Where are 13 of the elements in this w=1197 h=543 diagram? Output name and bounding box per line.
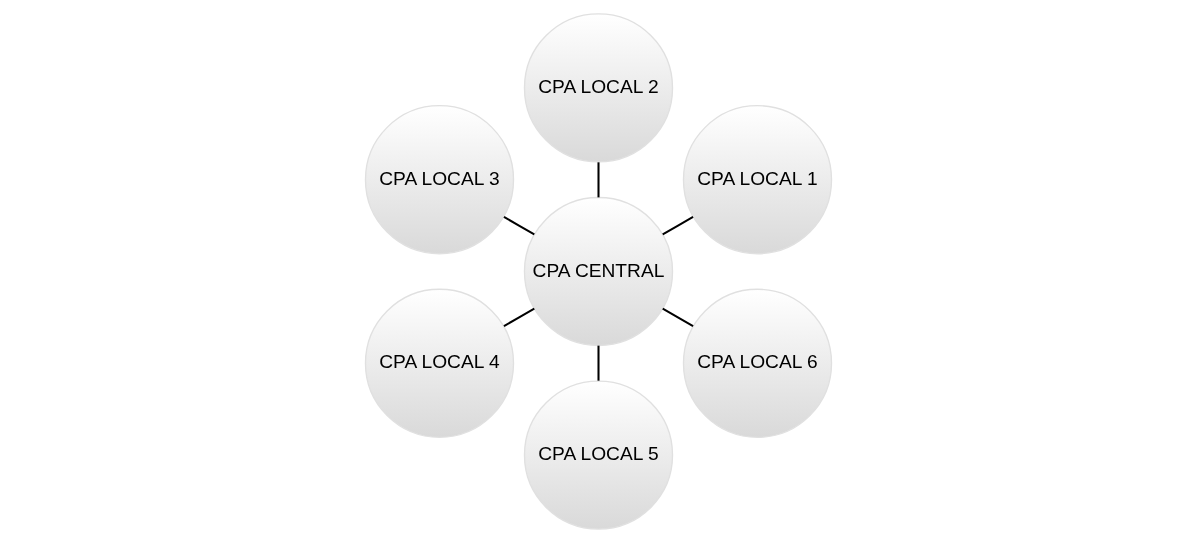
node-circle: CPA LOCAL 5	[523, 380, 674, 530]
node-circle: CPA CENTRAL	[523, 196, 674, 347]
connector	[597, 345, 600, 381]
connector	[662, 216, 694, 236]
connector	[503, 307, 535, 327]
node-circle: CPA LOCAL 6	[682, 288, 833, 438]
node-circle: CPA LOCAL 3	[364, 105, 515, 255]
node-circle: CPA LOCAL 1	[682, 105, 833, 255]
connector	[503, 216, 535, 236]
node-circle: CPA LOCAL 4	[364, 288, 515, 438]
connector	[662, 307, 694, 327]
connector	[597, 162, 600, 198]
node-circle: CPA LOCAL 2	[523, 13, 674, 163]
